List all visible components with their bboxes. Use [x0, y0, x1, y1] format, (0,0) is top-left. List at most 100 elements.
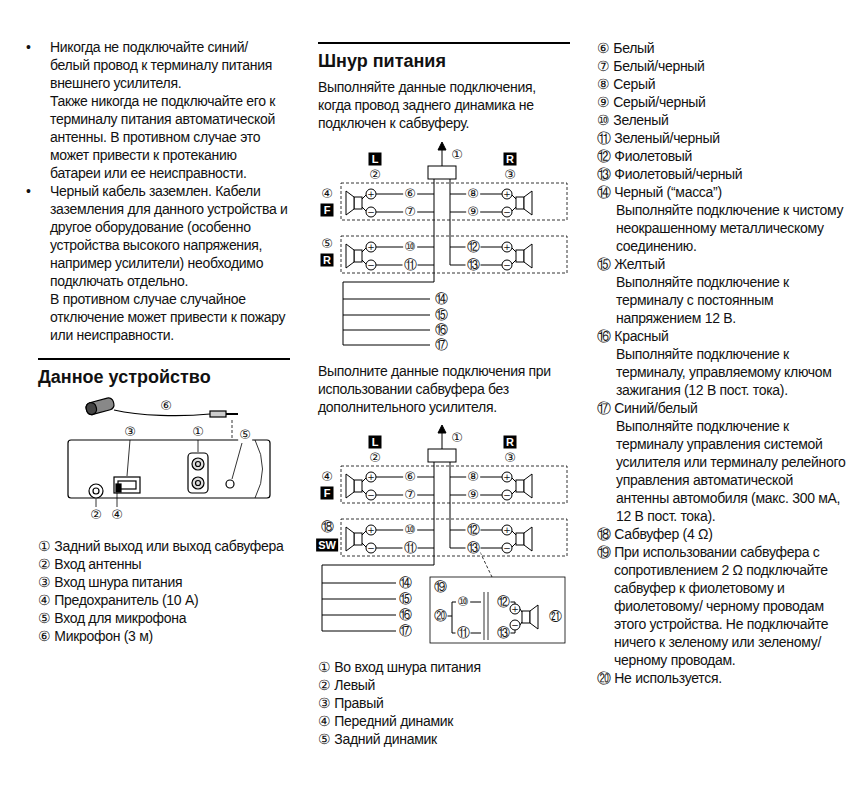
- mic-input: [226, 480, 234, 488]
- callout-number: ⑭: [398, 576, 413, 590]
- badge-letter: L: [372, 435, 379, 447]
- callout-number: ⑪: [403, 541, 418, 555]
- unit-drawing: [255, 440, 263, 498]
- wiring-drawing: [341, 142, 567, 273]
- callout-number: ②: [89, 508, 103, 522]
- leader-line: [232, 443, 242, 479]
- badge-letter: R: [506, 435, 514, 447]
- middle-column: Шнур питания Выполняйте данные подключен…: [318, 42, 570, 748]
- callout-number: ⑬: [496, 626, 511, 640]
- list-item: ⑪ Зеленый/черный: [597, 129, 847, 147]
- wire-bundle: [434, 179, 450, 265]
- polarity-mark: +: [502, 188, 513, 199]
- callout-number: ①: [450, 431, 464, 445]
- paragraph: Никогда не подключайте синий/ белый пров…: [50, 38, 290, 92]
- item-description: Выполняйте подключение к терминалу, упра…: [597, 345, 847, 399]
- antenna-input: [89, 484, 103, 498]
- polarity-mark: −: [366, 542, 377, 553]
- callout-number: ④: [320, 187, 334, 201]
- detail-inset: [430, 577, 565, 643]
- callout-number: ⑥: [159, 399, 173, 413]
- leader-line: [127, 440, 130, 476]
- callout-number: ⑤: [238, 428, 252, 442]
- callout-number: ㉑: [548, 610, 563, 624]
- heading: Шнур питания: [318, 50, 570, 72]
- wiring-drawing: [442, 149, 443, 166]
- channel-badge: F: [321, 203, 334, 216]
- callout-number: ⑨: [466, 205, 480, 219]
- wiring-drawing: [512, 195, 516, 211]
- callout-number: ②: [368, 451, 382, 465]
- fuse: [116, 484, 121, 492]
- leader-line: [96, 440, 242, 507]
- callout-number: ⑥: [403, 187, 417, 201]
- callout-number: ⑮: [398, 592, 413, 606]
- polarity-mark: −: [510, 619, 521, 630]
- unit-drawing: [196, 480, 201, 485]
- left-column: •Никогда не подключайте синий/ белый про…: [38, 38, 290, 645]
- callout-number: ⑫: [496, 595, 511, 609]
- list-item: ⑤ Вход для микрофона: [38, 609, 290, 627]
- polarity-mark: −: [366, 206, 377, 217]
- callout-number: ⑫: [466, 240, 481, 254]
- channel-badge: L: [369, 152, 382, 165]
- item-description: Выполняйте подключение к терминалу с пос…: [597, 273, 847, 327]
- unit-illustration: ⑥ ③ ① ⑤ ②④: [38, 392, 290, 527]
- wiring-drawing: [438, 142, 446, 150]
- callout-number: ⑩: [403, 240, 417, 254]
- badge-letter: F: [324, 203, 331, 215]
- polarity-mark: −: [502, 489, 513, 500]
- wiring-drawing: [346, 191, 354, 215]
- list-item: ④ Предохранитель (10 A): [38, 591, 290, 609]
- wiring-diagram: ①②③④⑱⑥⑦⑧⑨⑩⑪⑫⑬⑭⑮⑯⑰+−+−+−+−⑲⑳⑩⑪⑫⑬+−㉑LRFSW: [318, 424, 570, 652]
- speaker-symbol: [516, 197, 524, 209]
- paragraph: Выполните данные подключения при использ…: [318, 362, 570, 416]
- microphone: [85, 396, 115, 415]
- callout-number: ①: [191, 425, 205, 439]
- wiring-drawing: [484, 592, 488, 640]
- badge-letter: F: [324, 486, 331, 498]
- badge-letter: R: [323, 253, 331, 265]
- callout-number: ③: [123, 425, 137, 439]
- wiring-drawing: [530, 605, 538, 629]
- list-item: ③ Правый: [318, 694, 570, 712]
- speaker-group: [341, 183, 567, 220]
- polarity-mark: +: [366, 241, 377, 252]
- list-item: ⑯ Красный: [597, 327, 847, 345]
- polarity-mark: −: [502, 206, 513, 217]
- channel-badge: L: [369, 435, 382, 448]
- instruction-text: Выполните данные подключения при использ…: [318, 362, 570, 416]
- paragraph: Также никогда не подключайте его к терми…: [50, 92, 290, 182]
- unit-drawing: [226, 413, 238, 415]
- list-item: ① Задний выход или выход сабвуфера: [38, 537, 290, 555]
- leader-line: [96, 499, 97, 507]
- channel-badge: R: [504, 435, 517, 448]
- callout-number: ⑧: [466, 187, 480, 201]
- list-item: ⑥ Микрофон (3 м): [38, 627, 290, 645]
- section-rule: [318, 42, 570, 44]
- list-item: ⑱ Сабвуфер (4 Ω): [597, 525, 847, 543]
- channel-badge: F: [321, 486, 334, 499]
- list-item: ⑦ Белый/черный: [597, 57, 847, 75]
- list-item: ⑤ Задний динамик: [318, 730, 570, 748]
- callout-number: ⑫: [466, 523, 481, 537]
- callout-number: ⑭: [434, 292, 449, 306]
- callout-number: ⑧: [466, 470, 480, 484]
- list-item: ⑮ Желтый: [597, 255, 847, 273]
- list-item: ⑧ Серый: [597, 75, 847, 93]
- channel-badge: SW: [316, 538, 338, 551]
- bullet: •: [26, 38, 31, 56]
- power-connector: [114, 477, 140, 493]
- section-heading: Шнур питания: [318, 50, 570, 72]
- polarity-mark: −: [366, 489, 377, 500]
- list-item: ② Вход антенны: [38, 555, 290, 573]
- badge-letter: SW: [318, 538, 336, 550]
- polarity-mark: +: [366, 188, 377, 199]
- list-item: ⑲ При использовании сабвуфера с сопротив…: [597, 543, 847, 669]
- callout-number: ③: [503, 168, 517, 182]
- parts-list: ① Во вход шнура питания② Левый③ Правый④ …: [318, 658, 570, 748]
- callout-number: ④: [110, 508, 124, 522]
- unit-drawing: [93, 488, 99, 494]
- parts-list: ① Задний выход или выход сабвуфера② Вход…: [38, 537, 290, 645]
- callout-number: ⑥: [403, 470, 417, 484]
